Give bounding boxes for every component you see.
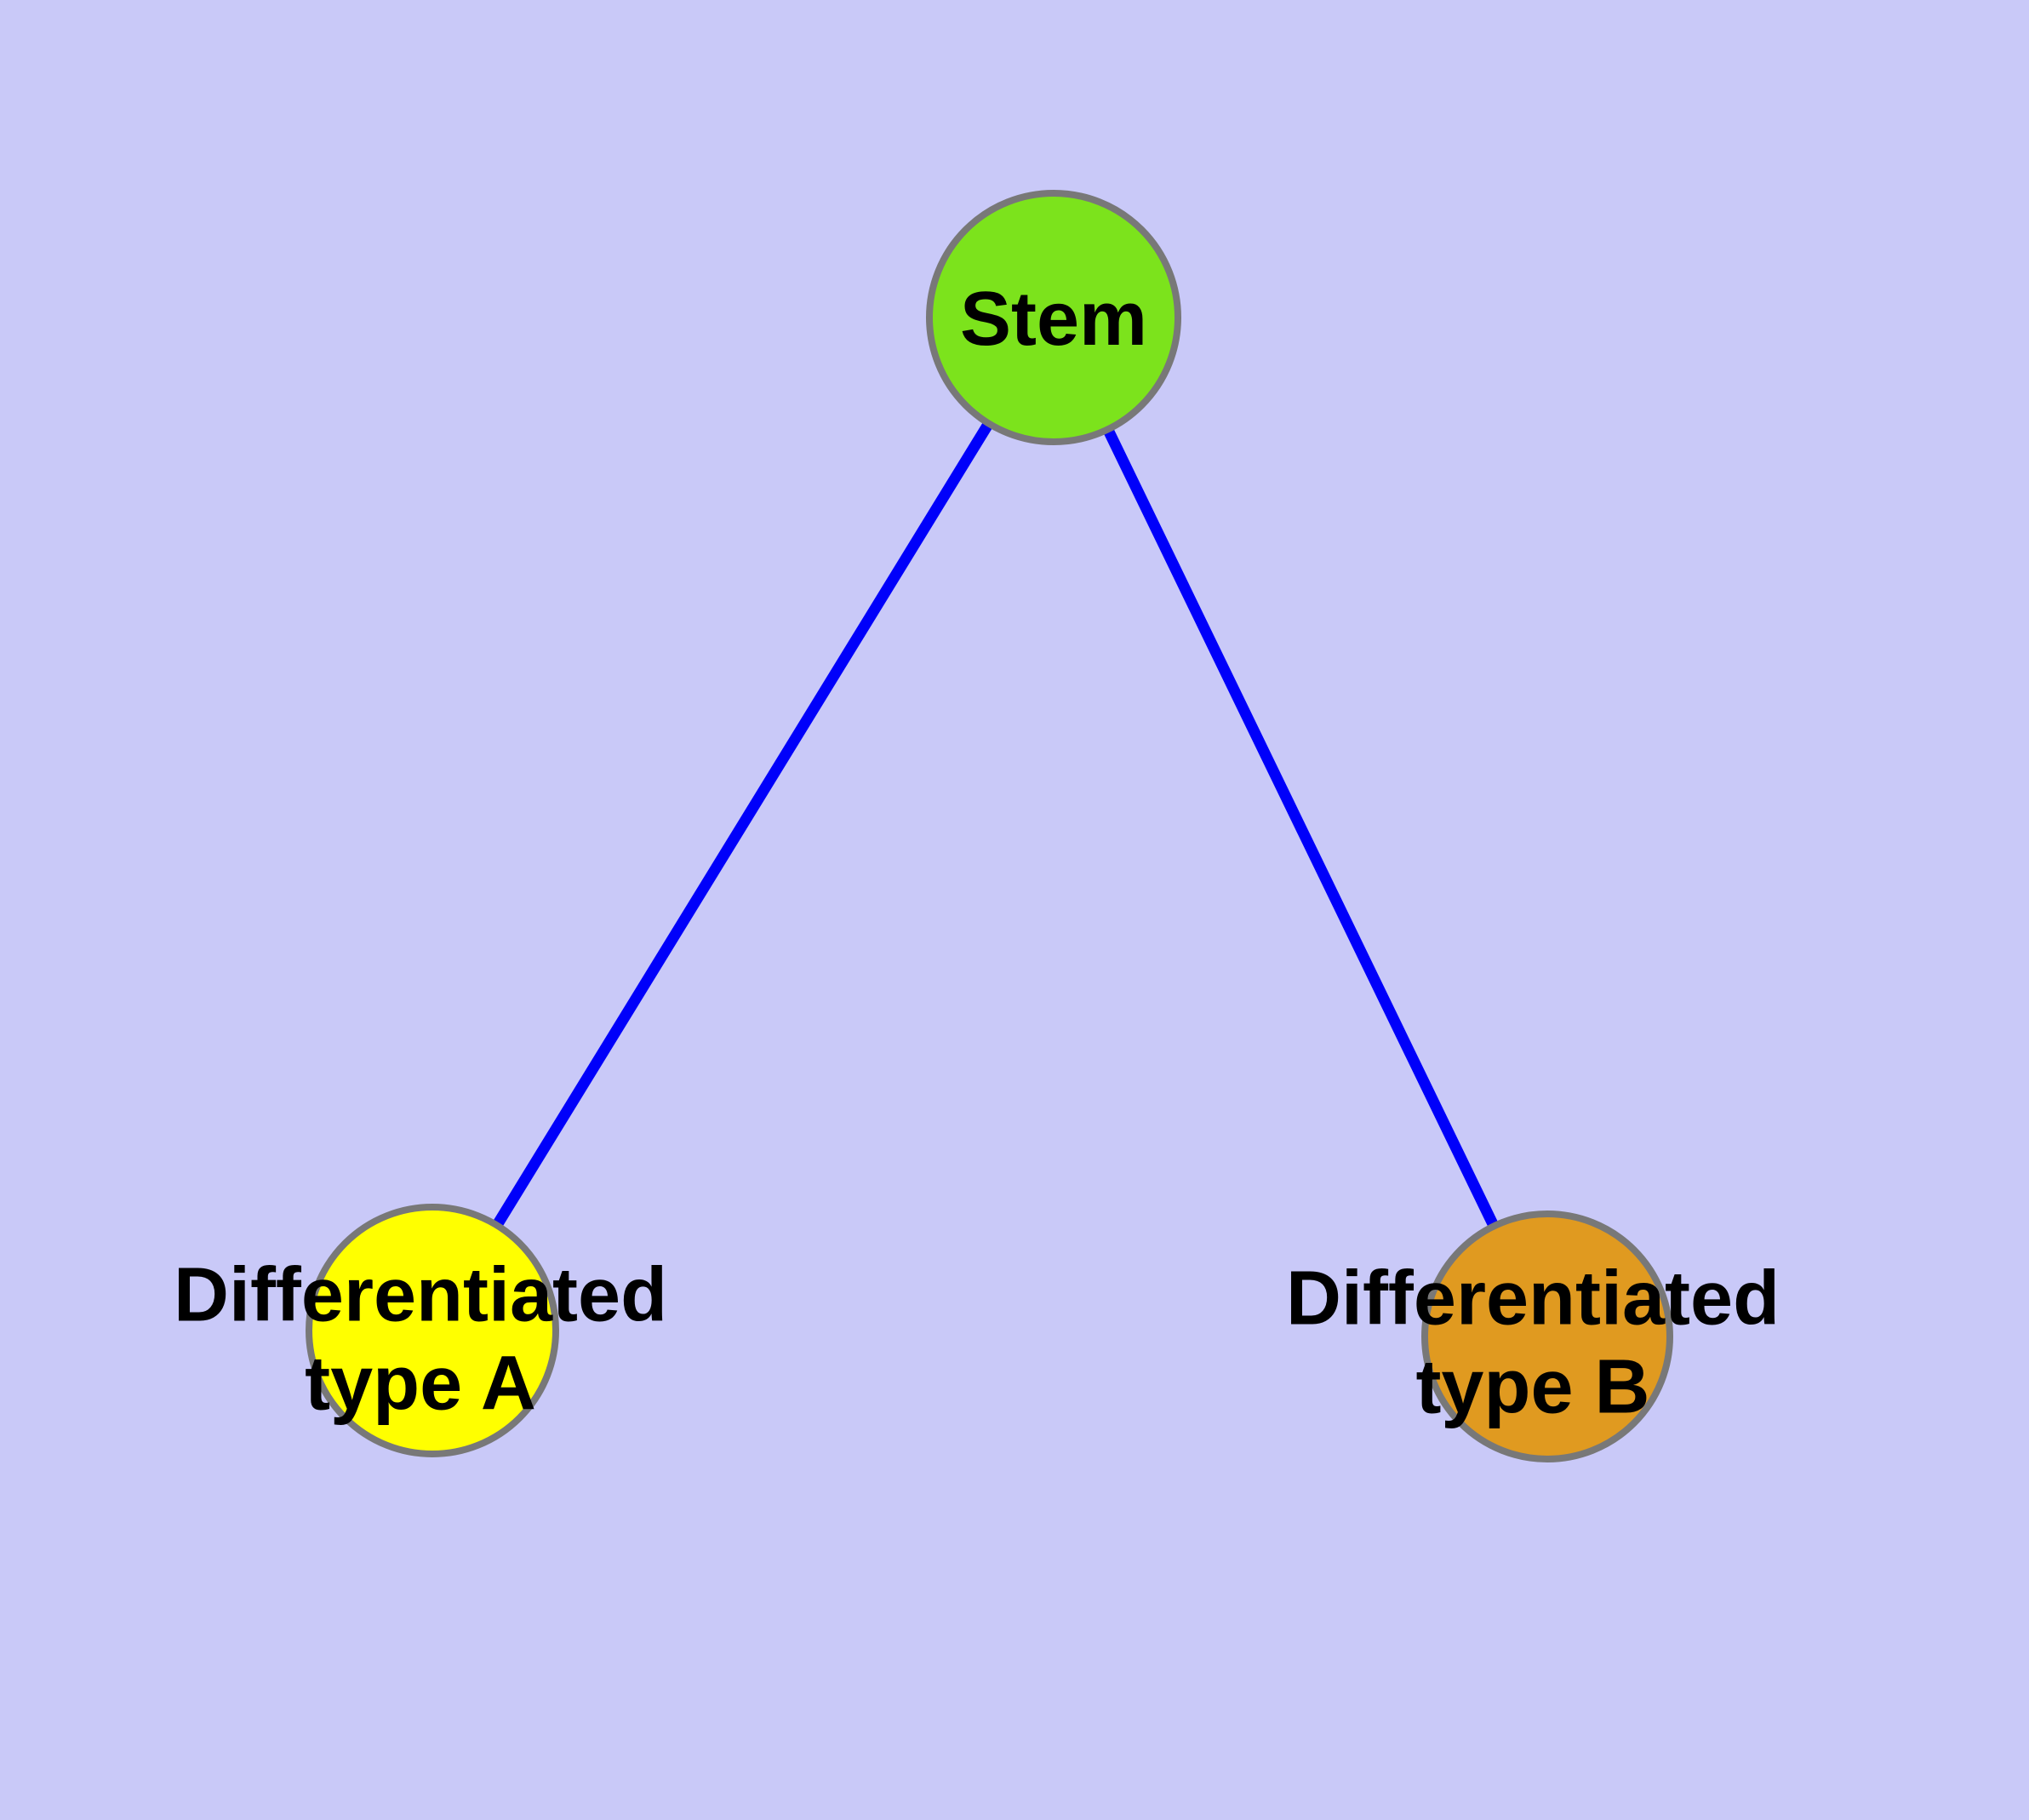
node-differentiated-type-b <box>1421 1210 1673 1462</box>
edge-stem-to-type-a <box>427 314 1059 1334</box>
edge-stem-to-type-b <box>1049 315 1552 1339</box>
node-differentiated-type-a <box>306 1204 559 1457</box>
node-stem <box>926 190 1181 445</box>
